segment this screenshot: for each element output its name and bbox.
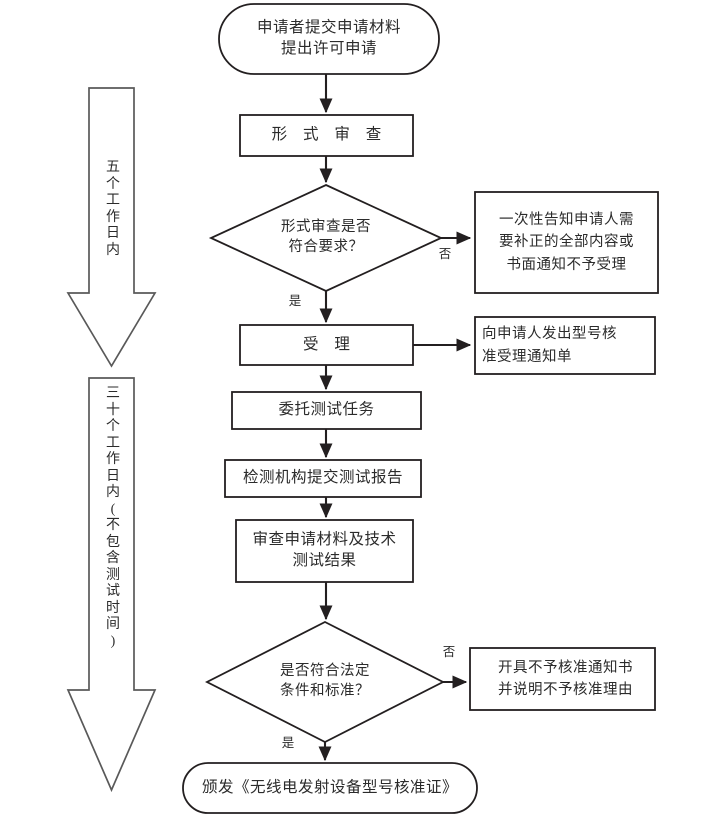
node-shape-formal-review bbox=[239, 114, 414, 157]
timeline-arrow-five-days-shape bbox=[66, 87, 157, 368]
node-shape-notify-rejection bbox=[469, 647, 656, 711]
node-shape-start-submit bbox=[218, 3, 440, 75]
node-shape-assign-test-task bbox=[231, 391, 422, 430]
node-shape-formal-review-decision bbox=[208, 184, 444, 292]
node-shape-issue-acceptance-notice bbox=[474, 316, 656, 375]
timeline-arrow-thirty-days-shape bbox=[66, 377, 157, 793]
node-shape-submit-test-report bbox=[224, 459, 422, 498]
node-shape-legal-decision bbox=[205, 620, 445, 744]
node-shape-issue-certificate bbox=[182, 762, 478, 814]
node-shape-review-materials bbox=[235, 519, 414, 583]
node-shape-accept bbox=[239, 324, 414, 366]
node-shape-notify-correction bbox=[474, 191, 659, 294]
